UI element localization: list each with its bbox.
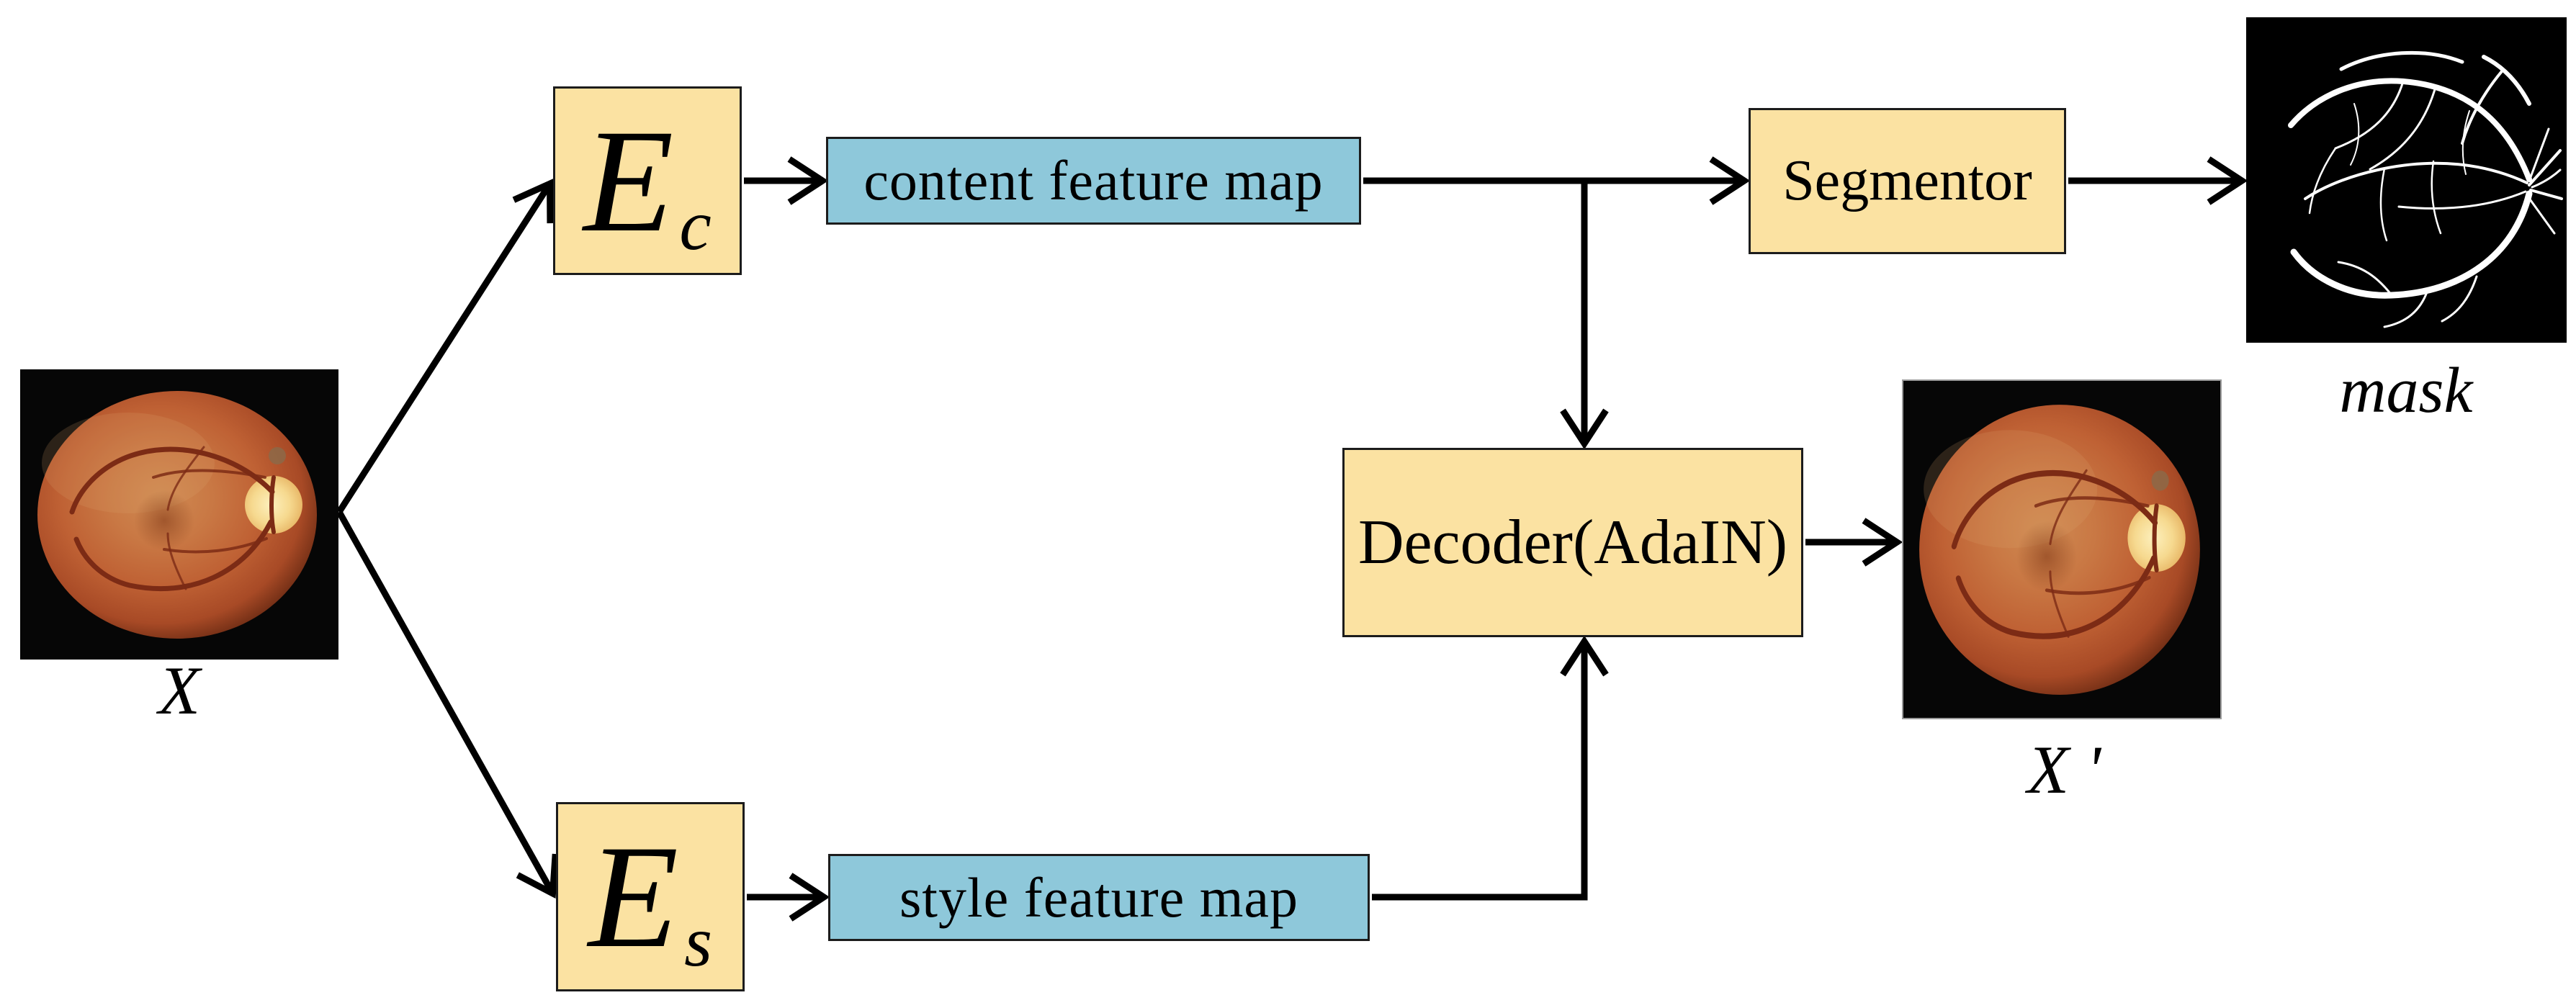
content-feature-map-label: content feature map: [863, 149, 1324, 212]
content-feature-map-box: content feature map: [826, 137, 1361, 225]
encoder-style-subscript: s: [684, 901, 713, 981]
arrow-x-to-encoder-style: [336, 510, 559, 899]
encoder-content-box: E c: [553, 86, 742, 275]
decoder-box: Decoder(AdaIN): [1342, 448, 1803, 637]
input-fundus-image: [20, 369, 338, 660]
mask-caption: mask: [2339, 355, 2473, 426]
decoder-label: Decoder(AdaIN): [1357, 508, 1788, 577]
encoder-content-letter: E: [583, 99, 674, 263]
arrow-style-map-to-decoder-bottom: [1372, 635, 1609, 901]
mask-image: [2246, 17, 2567, 343]
output-image-caption: X ': [2027, 732, 2101, 808]
encoder-style-box: E s: [556, 802, 745, 991]
output-fundus-image: [1902, 379, 2222, 719]
style-feature-map-label: style feature map: [899, 865, 1299, 929]
segmentor-label: Segmentor: [1782, 149, 2032, 212]
segmentor-box: Segmentor: [1749, 108, 2066, 254]
encoder-style-letter: E: [588, 815, 679, 978]
style-feature-map-box: style feature map: [828, 854, 1370, 941]
input-image-caption: X: [158, 652, 201, 729]
encoder-content-subscript: c: [679, 185, 712, 265]
arrow-x-to-encoder-content: [336, 179, 554, 514]
